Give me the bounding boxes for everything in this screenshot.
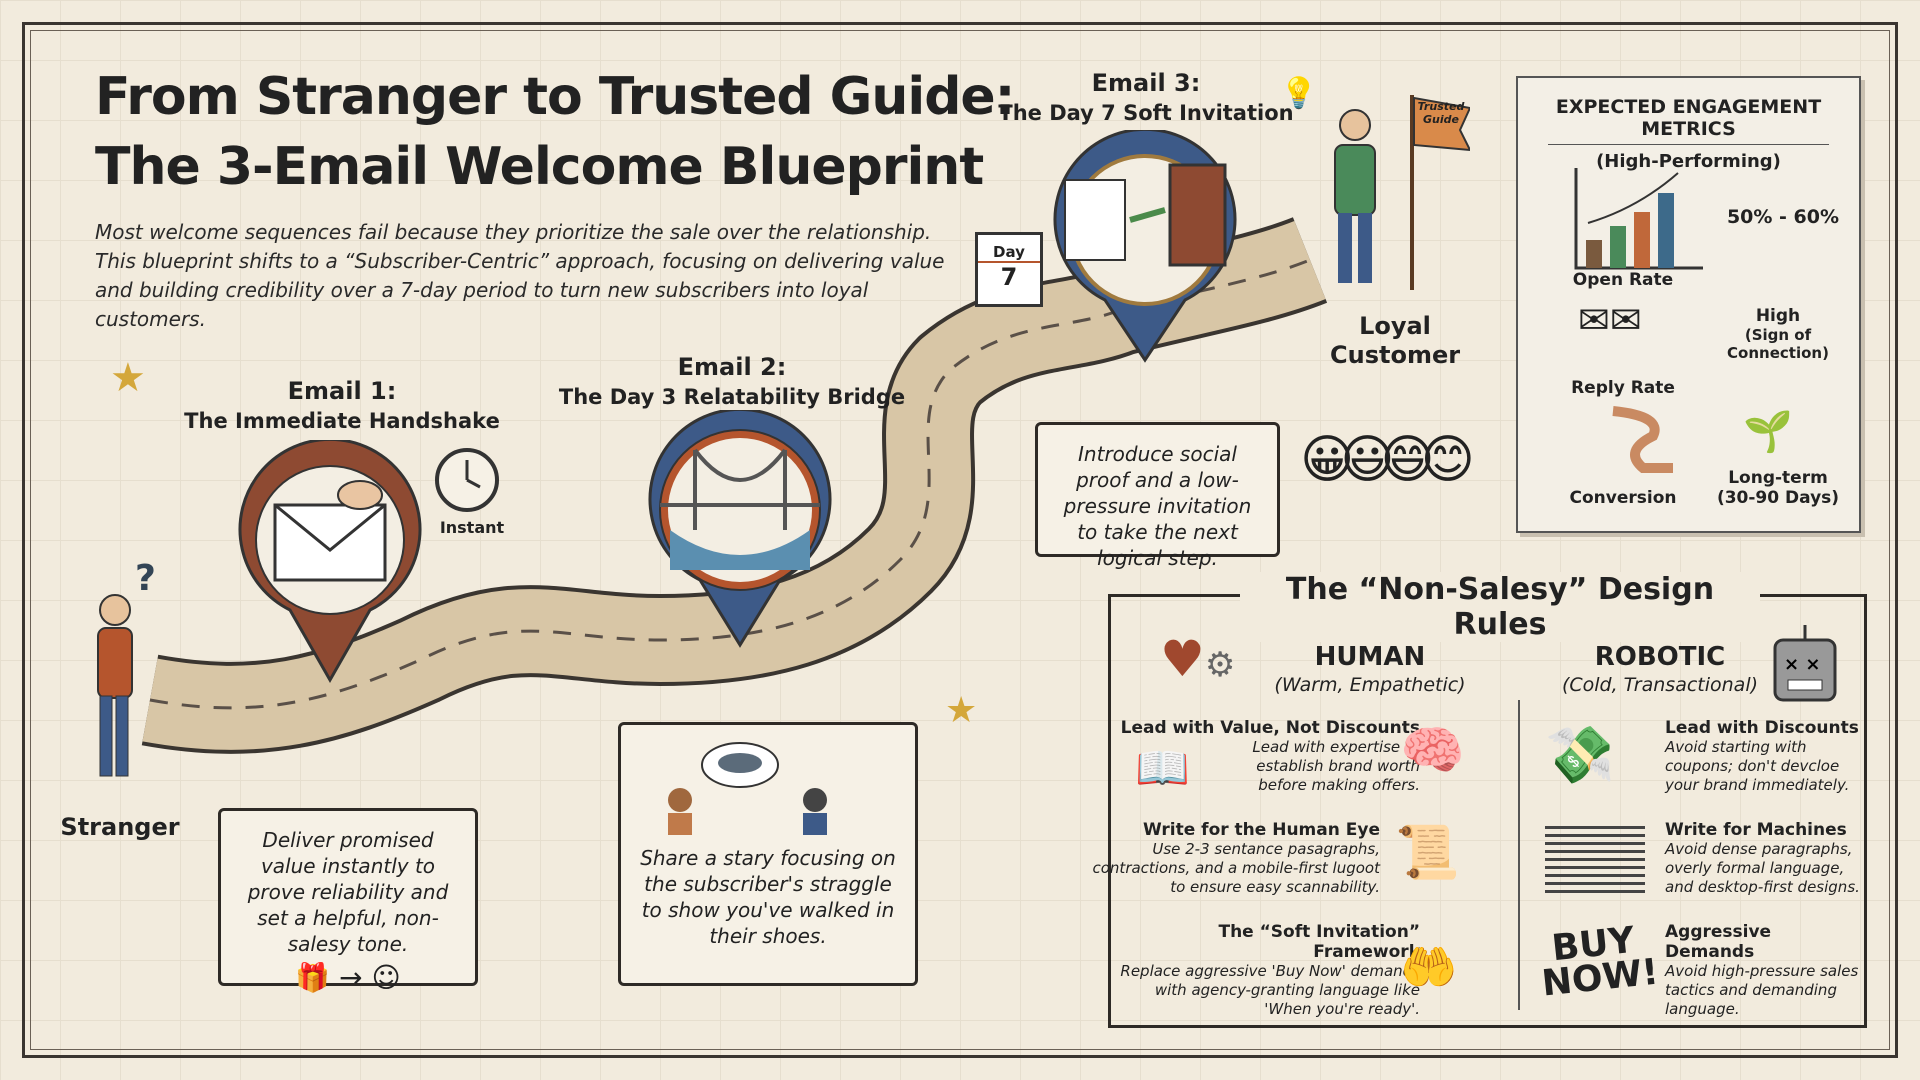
conversion-label: Conversion [1569,488,1677,508]
title-line-2: The 3-Email Welcome Blueprint [95,137,984,197]
robotic-rule-1-text: Avoid starting with coupons; don't devcl… [1665,738,1850,794]
email1-callout: Deliver promised value instantly to prov… [218,808,478,992]
winding-path-icon [1612,406,1673,473]
design-rules-title: The “Non-Salesy” Design Rules [1240,572,1760,642]
human-rule-1-title: Lead with Value, Not Discounts [1120,718,1420,738]
trusted-guide-flag: Trusted Guide [1417,100,1465,126]
human-rule-2-title: Write for the Human Eye [1142,820,1380,840]
email3-title: Email 3: [1091,69,1201,97]
engagement-metrics-panel: EXPECTED ENGAGEMENT METRICS (High-Perfor… [1516,76,1861,533]
envelope-handshake-pin-icon [238,440,422,684]
page-title: From Stranger to Trusted Guide: The 3-Ema… [95,62,1015,202]
reply-rate-note: (Sign of Connection) [1727,326,1829,362]
robot-icon: × × [1773,625,1837,702]
email2-label: Email 2: The Day 3 Relatability Bridge [552,352,912,412]
reply-envelopes-icon: ✉✉ [1578,298,1642,342]
title-line-1: From Stranger to Trusted Guide: [95,67,1015,127]
robotic-subheading: (Cold, Transactional) [1561,674,1759,696]
robotic-rule-3-text: Avoid high-pressure sales tactics and de… [1665,962,1859,1018]
email1-title: Email 1: [287,377,397,405]
loyal-customer-label: Loyal Customer [1330,312,1461,369]
storm-thought-people-icon [668,742,827,835]
calendar-day: 7 [1000,263,1018,291]
human-rule-3-text: Replace aggressive 'Buy Now' demands wit… [1120,962,1420,1018]
email3-subtitle: The Day 7 Soft Invitation [998,101,1294,125]
star-icon: ★ [110,355,146,401]
metrics-subtitle: (High-Performing) [1596,151,1781,172]
conversion-value: Long-term(30-90 Days) [1708,468,1848,508]
robotic-rule-3-title: Aggressive Demands [1665,922,1772,962]
robotic-rule-1-title: Lead with Discounts [1665,718,1859,738]
email1-text: Deliver promised value instantly to prov… [247,828,449,956]
star-icon-2: ★ [945,690,978,731]
happy-crowd-icon: 😀😃😄😊 [1300,430,1475,490]
reply-rate-high: High [1755,306,1801,326]
heart-gears-icon: ♥⚙ [1160,630,1236,688]
inner-border [30,30,1890,1050]
human-rule-2-text: Use 2-3 sentance pasagraphs, contraction… [1092,840,1381,896]
open-hand-icon: 🤲 [1400,940,1458,994]
metrics-title: EXPECTED ENGAGEMENT METRICS [1555,96,1822,140]
loyal-customer-flag-figure-icon [1334,95,1470,290]
email3-callout: Introduce social proof and a low-pressur… [1035,422,1280,570]
conversion-longterm: Long-term [1728,468,1828,488]
rules-divider [1518,700,1520,1010]
email3-text: Introduce social proof and a low-pressur… [1063,442,1252,570]
gift-to-smile-icon: 🎁 → ☺ [295,961,401,994]
crossed-money-icon: 💸 [1545,723,1615,788]
conversion-note: (30-90 Days) [1716,488,1840,508]
svg-text:× ×: × × [1784,654,1820,675]
lightbulb-icon: 💡 [1280,76,1318,111]
stranger-figure-icon: ? [97,560,156,777]
bridge-pin-icon [648,410,832,648]
email2-title: Email 2: [677,353,787,381]
svg-text:?: ? [135,560,156,599]
intro-text: Most welcome sequences fail because they… [95,220,945,331]
border-frame [22,22,1898,1058]
human-subheading: (Warm, Empathetic) [1274,674,1466,696]
human-rule-1-text: Lead with expertise to establish brand w… [1252,738,1420,794]
email1-subtitle: The Immediate Handshake [184,409,500,433]
bar-chart-icon [1574,168,1703,270]
email2-text: Share a stary focusing on the subscriber… [640,846,896,948]
stranger-label: Stranger [60,813,180,841]
robotic-heading: ROBOTIC [1594,642,1726,672]
email1-label: Email 1: The Immediate Handshake [182,376,502,436]
buy-now-icon: BUY NOW! [1539,919,1661,1005]
open-rate-value: 50% - 60% [1726,206,1840,228]
clock-icon [435,448,499,512]
open-rate-label: Open Rate [1572,270,1674,290]
instant-badge: Instant [439,518,505,537]
brain-icon: 🧠 [1400,721,1465,781]
robotic-rule-2-title: Write for Machines [1665,820,1847,840]
robotic-rule-2-text: Avoid dense paragraphs, overly formal la… [1665,840,1860,896]
human-heading: HUMAN [1314,642,1426,672]
book-icon: 📖 [1135,743,1190,794]
money-plant-icon: 🌱 [1743,409,1793,455]
scroll-pen-icon: 📜 [1395,823,1460,883]
calendar-label: Day [978,243,1040,263]
reply-rate-value: High(Sign of Connection) [1693,306,1863,362]
dense-text-icon [1545,826,1645,896]
email2-subtitle: The Day 3 Relatability Bridge [558,385,906,409]
scroll-door-pin-icon [1053,130,1237,363]
human-rule-3-title: The “Soft Invitation” Framework [1218,922,1420,962]
reply-rate-label: Reply Rate [1571,378,1675,398]
email3-label: Email 3: The Day 7 Soft Invitation [996,68,1296,128]
